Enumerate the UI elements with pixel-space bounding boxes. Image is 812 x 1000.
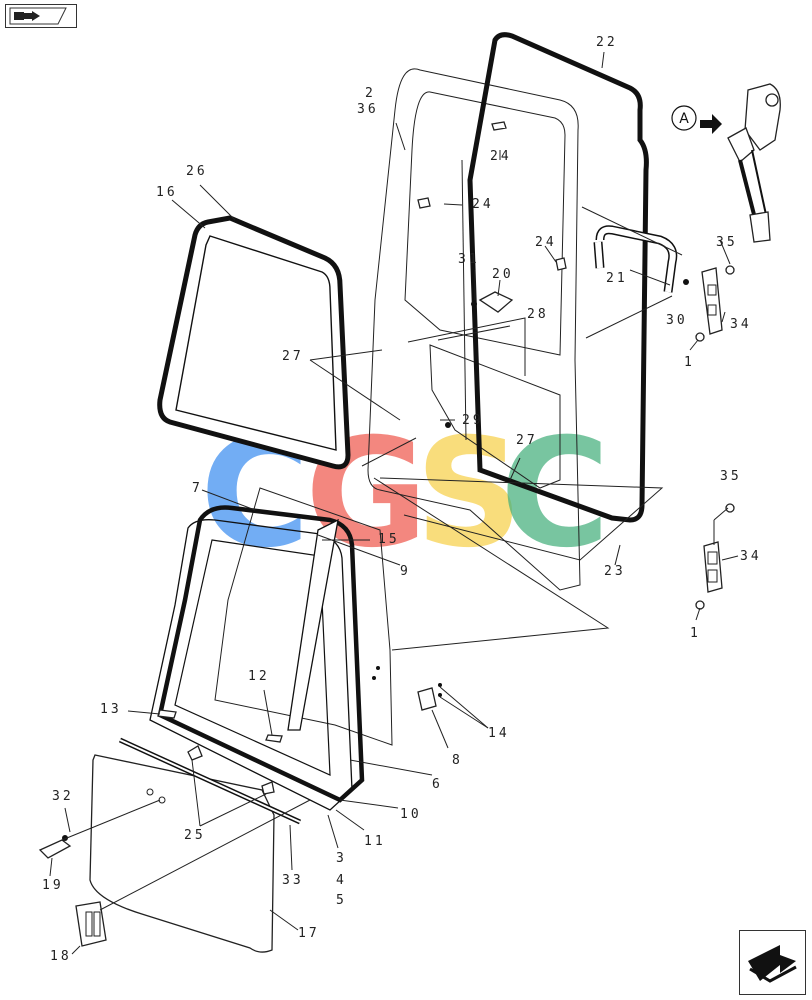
bolt-35-lower [725, 503, 735, 513]
label-10: 10 [400, 807, 422, 822]
label-12: 12 [248, 669, 270, 684]
next-page-button[interactable] [739, 930, 806, 995]
bolt-1-lower [695, 600, 705, 610]
bolt-30 [683, 279, 689, 285]
label-27-right: 27 [516, 433, 538, 448]
screw-29 [445, 422, 451, 428]
label-3: 3 [336, 851, 347, 866]
lower-glass-panel [89, 754, 275, 953]
bolt-35-upper [725, 265, 735, 275]
door-frame [367, 68, 581, 591]
latch-assembly [727, 83, 781, 243]
upper-window-glass [157, 215, 351, 470]
screw-14-a [438, 683, 442, 687]
door-seal [461, 32, 649, 523]
handle-18 [75, 901, 107, 947]
clip-25-a [187, 745, 203, 761]
grommet-24-mid [417, 197, 431, 209]
slide-rail [287, 518, 339, 731]
latch-plate-19 [38, 839, 72, 859]
label-19: 19 [42, 878, 64, 893]
label-13: 13 [100, 702, 122, 717]
previous-page-button[interactable] [5, 4, 77, 28]
label-18: 18 [50, 949, 72, 964]
label-31: 31 [458, 252, 480, 267]
arrow-left-icon [9, 7, 67, 25]
arrow-right-icon [700, 114, 722, 134]
label-22: 22 [596, 35, 618, 50]
label-35-upper: 35 [716, 235, 738, 250]
label-29: 29 [462, 413, 484, 428]
watermark-letter-4: C [500, 407, 610, 581]
label-23: 23 [604, 564, 626, 579]
lower-hinge [703, 541, 723, 593]
label-34-upper: 34 [730, 317, 752, 332]
arrow-right-icon [748, 945, 797, 983]
small-parts [38, 121, 735, 947]
plate-20 [478, 291, 514, 313]
label-32: 32 [52, 789, 74, 804]
label-16: 16 [156, 185, 178, 200]
handrail [593, 225, 678, 293]
label-21: 21 [606, 271, 628, 286]
callout-letter: A [679, 111, 689, 127]
label-2: 2 [365, 86, 376, 101]
label-4: 4 [336, 873, 347, 888]
label-15: 15 [378, 532, 400, 547]
label-17: 17 [298, 926, 320, 941]
callout-circle [671, 105, 697, 131]
watermark-letter-3: S [415, 407, 523, 581]
label-26: 26 [186, 164, 208, 179]
bolt-1-upper [695, 332, 705, 342]
stopper-13 [157, 709, 177, 719]
handle-8 [417, 687, 437, 711]
label-11: 11 [364, 834, 386, 849]
label-8: 8 [452, 753, 463, 768]
label-5: 5 [336, 893, 347, 908]
clip-25-b [261, 781, 275, 795]
label-6: 6 [432, 777, 443, 792]
label-9: 9 [400, 564, 411, 579]
leader-lines [49, 51, 739, 955]
screw-31 [471, 301, 477, 307]
label-14: 14 [488, 726, 510, 741]
label-33: 33 [282, 873, 304, 888]
grommet-24-top [491, 121, 507, 131]
grommet-24-right [555, 257, 567, 271]
label-1-upper: 1 [684, 355, 695, 370]
label-30: 30 [666, 313, 688, 328]
callout-marker: A [671, 105, 722, 134]
label-35-lower: 35 [720, 469, 742, 484]
label-36: 36 [357, 102, 379, 117]
label-24-right: 24 [535, 235, 557, 250]
label-34-lower: 34 [740, 549, 762, 564]
upper-hinge [701, 267, 723, 335]
label-28: 28 [527, 307, 549, 322]
label-7: 7 [192, 481, 203, 496]
part-labels: 22 2 36 24 24 24 26 16 31 20 21 35 30 34… [42, 35, 762, 964]
label-20: 20 [492, 267, 514, 282]
stopper-12 [265, 734, 283, 743]
label-27-left: 27 [282, 349, 304, 364]
label-1-lower: 1 [690, 626, 701, 641]
screw-14-b [438, 693, 442, 697]
wiper-strip [118, 737, 302, 825]
label-25: 25 [184, 828, 206, 843]
label-24-top: 24 [490, 149, 512, 164]
label-24-mid: 24 [472, 197, 494, 212]
